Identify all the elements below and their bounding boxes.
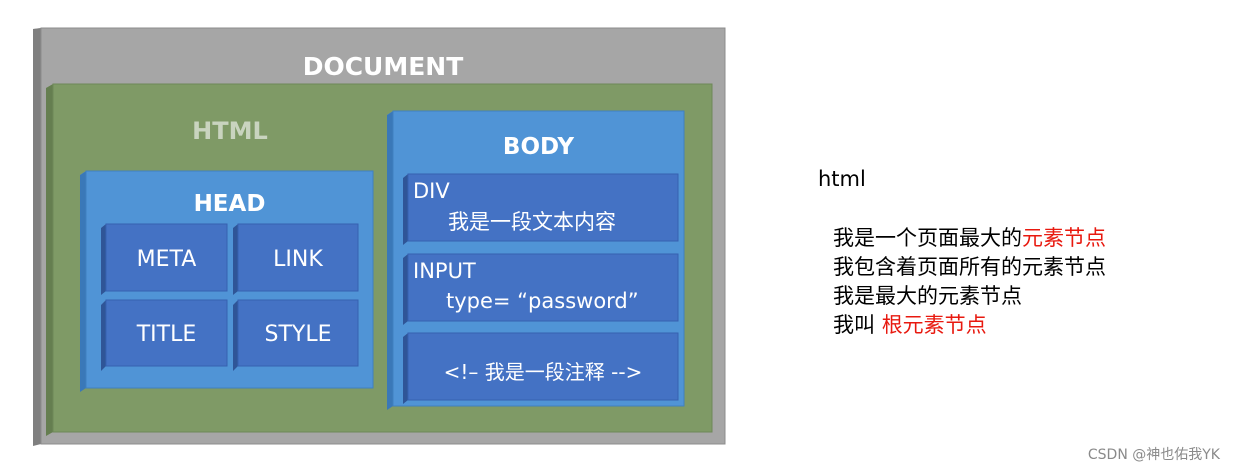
link-box	[233, 223, 359, 295]
notes-line-1-red: 元素节点	[1022, 226, 1106, 250]
watermark-text: CSDN @神也佑我YK	[1087, 447, 1220, 463]
comment-box	[403, 332, 679, 404]
notes-line-4: 我叫 根元素节点	[833, 311, 987, 340]
style-box	[233, 299, 359, 371]
div-content: 我是一段文本内容	[448, 210, 616, 234]
notes-line-3: 我是最大的元素节点	[833, 284, 1022, 308]
html-label: HTML	[192, 117, 268, 145]
div-box	[403, 173, 679, 245]
notes-line-2: 我包含着页面所有的元素节点	[833, 255, 1106, 279]
meta-box	[101, 223, 228, 295]
notes-line-1-plain: 我是一个页面最大的	[833, 226, 1022, 250]
link-label: LINK	[273, 247, 323, 272]
notes-line-4-red: 根元素节点	[881, 313, 987, 337]
input-content: type= “password”	[446, 289, 639, 313]
notes-line-4-plain: 我叫	[833, 313, 882, 337]
notes-title: html	[818, 167, 866, 191]
dom-tree-diagram	[33, 27, 726, 446]
body-label: BODY	[502, 134, 575, 160]
notes-line-1: 我是一个页面最大的元素节点	[833, 224, 1106, 253]
style-label: STYLE	[264, 322, 332, 347]
comment-label: <!– 我是一段注释 -->	[443, 360, 643, 384]
input-title: INPUT	[413, 259, 476, 283]
title-box	[101, 299, 228, 371]
title-label: TITLE	[136, 322, 197, 347]
document-label: DOCUMENT	[302, 52, 464, 81]
head-label: HEAD	[193, 191, 266, 217]
input-box	[403, 253, 679, 325]
meta-label: META	[136, 247, 197, 272]
div-title: DIV	[413, 179, 450, 203]
